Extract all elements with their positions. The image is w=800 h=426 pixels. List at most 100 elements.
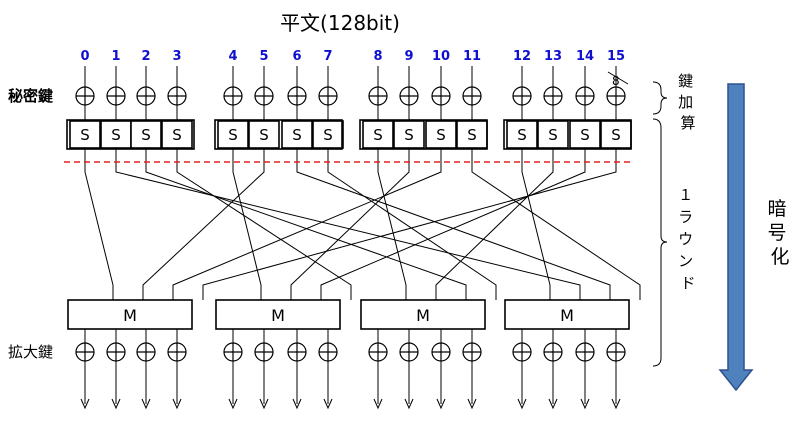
sbox-label: S [141,126,151,144]
xor-icon [606,86,626,106]
byte-index-10: 10 [432,49,450,64]
mix-box-3 [504,299,630,330]
byte-index-2: 2 [141,49,150,64]
xor-icon [223,86,243,106]
sbox-11 [456,120,488,149]
permutation-wire-8 [377,148,407,300]
byte-index-13: 13 [544,49,562,64]
sbox-label: S [228,126,238,144]
permutation-wire-0 [84,148,114,300]
byte-index-1: 1 [111,49,120,64]
byte-index-7: 7 [323,49,332,64]
byte-index-14: 14 [576,49,594,64]
round-label: １ ラ ウ ン ド [678,186,698,292]
sbox-group-3 [503,119,632,150]
xor-icon [543,342,563,362]
output-arrowhead-5 [259,398,269,410]
permutation-wire-9 [290,148,410,300]
sbox-label: S [611,126,621,144]
xor-icon [136,86,156,106]
sbox-label: S [404,126,414,144]
xor-icon [136,342,156,362]
mix-box-2 [360,299,486,330]
xor-icon [512,86,532,106]
byte-index-11: 11 [463,49,481,64]
output-arrowhead-2 [141,398,151,410]
xor-icon [575,342,595,362]
xor-icon [167,342,187,362]
xor-icon [287,342,307,362]
sbox-label: S [580,126,590,144]
permutation-wire-3 [176,148,352,300]
xor-icon [431,342,451,362]
mix-box-0 [67,299,193,330]
xor-icon [254,342,274,362]
permutation-wire-14 [320,148,586,300]
mix-label: M [560,306,574,325]
xor-icon [318,342,338,362]
xor-icon [106,86,126,106]
byte-index-15: 15 [607,49,625,64]
xor-icon [368,86,388,106]
expanded-key-label: 拡大鍵 [8,343,53,361]
output-arrowhead-7 [323,398,333,410]
xor-icon [431,86,451,106]
output-arrowhead-10 [436,398,446,410]
sbox-7 [312,120,344,149]
xor-icon [75,86,95,106]
mix-box-1 [215,299,341,330]
permutation-wire-13 [435,148,554,300]
sbox-2 [130,120,162,149]
byte-index-0: 0 [80,49,89,64]
sbox-label: S [292,126,302,144]
byte-index-5: 5 [259,49,268,64]
permutation-wire-7 [327,148,497,300]
output-arrowhead-8 [373,398,383,410]
sbox-5 [248,120,280,149]
sbox-9 [393,120,425,149]
key-add-brace [652,81,668,115]
sbox-label: S [436,126,446,144]
sbox-label: S [259,126,269,144]
byte-index-8: 8 [373,49,382,64]
xor-icon [399,342,419,362]
xor-icon [512,342,532,362]
output-arrowhead-4 [228,398,238,410]
xor-icon [462,86,482,106]
sbox-4 [217,120,249,149]
sbox-label: S [323,126,333,144]
permutation-wire-1 [115,148,581,300]
sbox-10 [425,120,457,149]
byte-index-12: 12 [513,49,531,64]
mix-label: M [416,306,430,325]
sbox-group-1 [214,119,343,150]
xors [75,86,626,362]
xor-icon [399,86,419,106]
xor-icon [106,342,126,362]
byte-index-6: 6 [292,49,301,64]
wires [80,66,641,410]
permutation-wire-6 [296,148,611,300]
bit-width-slash [607,71,629,85]
byte-index-3: 3 [172,49,181,64]
encryption-arrow [718,83,754,392]
byte-index-9: 9 [404,49,413,64]
xor-icon [575,86,595,106]
output-arrowhead-9 [404,398,414,410]
output-arrowhead-14 [580,398,590,410]
sbox-14 [569,120,601,149]
xor-icon [75,342,95,362]
output-arrowhead-0 [80,398,90,410]
xor-icon [543,86,563,106]
sbox-label: S [172,126,182,144]
permutation-wire-4 [232,148,262,300]
sbox-12 [506,120,538,149]
key-add-label: 鍵 加 算 [678,72,698,132]
permutation-wire-11 [471,148,641,300]
permutation-wire-5 [142,148,265,300]
xor-icon [462,342,482,362]
sbox-label: S [467,126,477,144]
plaintext-title: 平文(128bit) [280,11,400,35]
